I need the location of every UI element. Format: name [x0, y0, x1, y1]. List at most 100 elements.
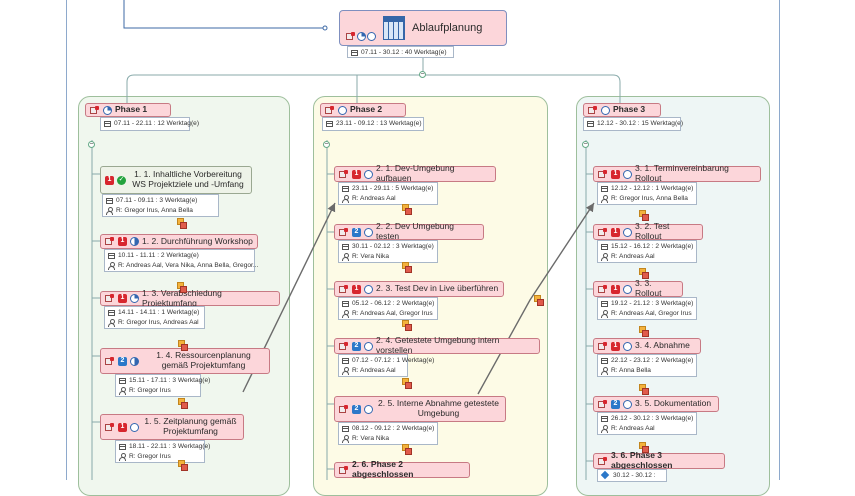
task-icon [588, 105, 598, 115]
calendar-icon [119, 443, 126, 450]
task-label: 1. 4. Ressourcenplanung gemäß Projektumf… [156, 350, 251, 370]
progress-empty-icon [364, 284, 373, 294]
collapse-phase3-button[interactable]: − [582, 141, 589, 148]
progress-half-icon [130, 237, 139, 246]
task-info: 30.12 - 30.12 : [597, 469, 667, 482]
task-info: 19.12 - 21.12 : 3 Werktag(e)R: Andreas A… [597, 297, 697, 320]
task-label: 3. 2. Test Rollout [635, 221, 670, 241]
task-link-icon[interactable] [402, 204, 412, 215]
phase-info: 07.11 - 22.11 : 12 Werktag(e) [100, 117, 199, 131]
task-label: 3. 3. Rollout [635, 278, 662, 298]
resource-icon [108, 261, 115, 270]
phase-title: Phase 1 [115, 104, 148, 115]
task-topic[interactable]: 2 1. 4. Ressourcenplanung gemäß Projektum… [100, 348, 270, 374]
task-topic[interactable]: 1✓1. 1. Inhaltliche Vorbereitung WS Proj… [100, 166, 252, 194]
phase-3-topic[interactable]: Phase 3 [583, 103, 661, 117]
task-link-icon[interactable] [402, 262, 412, 273]
task-topic[interactable]: 2 3. 5. Dokumentation [593, 396, 719, 412]
priority-1-icon: 1 [118, 294, 127, 303]
task-link-icon[interactable] [177, 282, 187, 293]
task-label: 3. 5. Dokumentation [635, 398, 712, 409]
progress-empty-icon [364, 169, 373, 179]
task-icon [339, 341, 349, 351]
task-link-icon[interactable] [639, 442, 649, 453]
calendar-icon [104, 120, 111, 127]
phase-2-topic[interactable]: Phase 2 [320, 103, 406, 117]
task-info: 07.12 - 07.12 : 1 Werktag(e)R: Andreas A… [338, 354, 434, 377]
collapse-phase1-button[interactable]: − [88, 141, 95, 148]
task-link-icon[interactable] [534, 295, 544, 306]
milestone-icon [601, 471, 610, 480]
task-topic[interactable]: 1 1. 5. Zeitplanung gemäß Projektumfang [100, 414, 244, 440]
task-label: 3. 4. Abnahme [635, 340, 690, 351]
phase-title: Phase 2 [350, 104, 383, 115]
task-icon [105, 422, 115, 432]
calendar-icon [601, 300, 608, 307]
task-link-icon[interactable] [639, 210, 649, 221]
task-link-icon[interactable] [402, 378, 412, 389]
milestone-topic[interactable]: 2. 6. Phase 2 abgeschlossen [334, 459, 470, 479]
task-icon [339, 284, 349, 294]
task-info: 08.12 - 09.12 : 2 Werktag(e)R: Vera Nika [338, 422, 438, 445]
progress-quarter-icon [357, 32, 366, 41]
task-link-icon[interactable] [178, 460, 188, 471]
progress-empty-icon [364, 227, 373, 237]
priority-2-icon: 2 [352, 404, 361, 414]
priority-2-icon: 2 [611, 399, 620, 409]
task-label: 1. 5. Zeitplanung gemäß Projektumfang [144, 416, 237, 436]
resource-icon [342, 309, 349, 318]
phase-1-topic[interactable]: Phase 1 [85, 103, 171, 117]
task-link-icon[interactable] [178, 398, 188, 409]
map-frame [66, 0, 780, 480]
calendar-icon [342, 243, 349, 250]
priority-1-icon: 1 [611, 169, 620, 179]
collapse-root-button[interactable]: − [419, 71, 426, 78]
progress-done-icon: ✓ [117, 175, 126, 185]
task-topic[interactable]: 1 3. 1. Terminvereinbarung Rollout [593, 163, 761, 183]
task-link-icon[interactable] [178, 340, 188, 351]
task-link-icon[interactable] [639, 326, 649, 337]
progress-empty-icon [601, 105, 610, 115]
task-topic[interactable]: 1 3. 4. Abnahme [593, 338, 701, 354]
calendar-icon [108, 252, 115, 259]
clock-icon [367, 32, 376, 41]
resource-icon [119, 452, 126, 461]
progress-empty-icon [364, 404, 373, 414]
task-icon [105, 237, 115, 246]
task-info: 05.12 - 06.12 : 2 Werktag(e)R: Andreas A… [338, 297, 438, 320]
root-topic[interactable]: Ablaufplanung [339, 10, 507, 46]
task-info: 26.12 - 30.12 : 3 Werktag(e)R: Andreas A… [597, 412, 697, 435]
milestone-topic[interactable]: 3. 6. Phase 3 abgeschlossen [593, 450, 725, 470]
task-link-icon[interactable] [177, 218, 187, 229]
task-link-icon[interactable] [402, 320, 412, 331]
task-label: 3. 1. Terminvereinbarung Rollout [635, 163, 729, 183]
phase-title: Phase 3 [613, 104, 646, 115]
root-title: Ablaufplanung [412, 21, 483, 34]
progress-empty-icon [130, 422, 139, 432]
priority-1-icon: 1 [118, 422, 127, 432]
task-icon [346, 32, 356, 41]
task-label: 1. 2. Durchführung Workshop [142, 235, 253, 246]
task-info: 30.11 - 02.12 : 3 Werktag(e)R: Vera Nika [338, 240, 438, 263]
progress-empty-icon [623, 399, 632, 409]
calendar-icon [342, 300, 349, 307]
task-icon [325, 105, 335, 115]
resource-icon [342, 434, 349, 443]
calendar-icon [106, 197, 113, 204]
task-link-icon[interactable] [639, 268, 649, 279]
priority-2-icon: 2 [118, 356, 127, 366]
task-link-icon[interactable] [639, 384, 649, 395]
task-link-icon[interactable] [402, 444, 412, 455]
priority-1-icon: 1 [611, 341, 620, 351]
collapse-phase2-button[interactable]: − [323, 141, 330, 148]
